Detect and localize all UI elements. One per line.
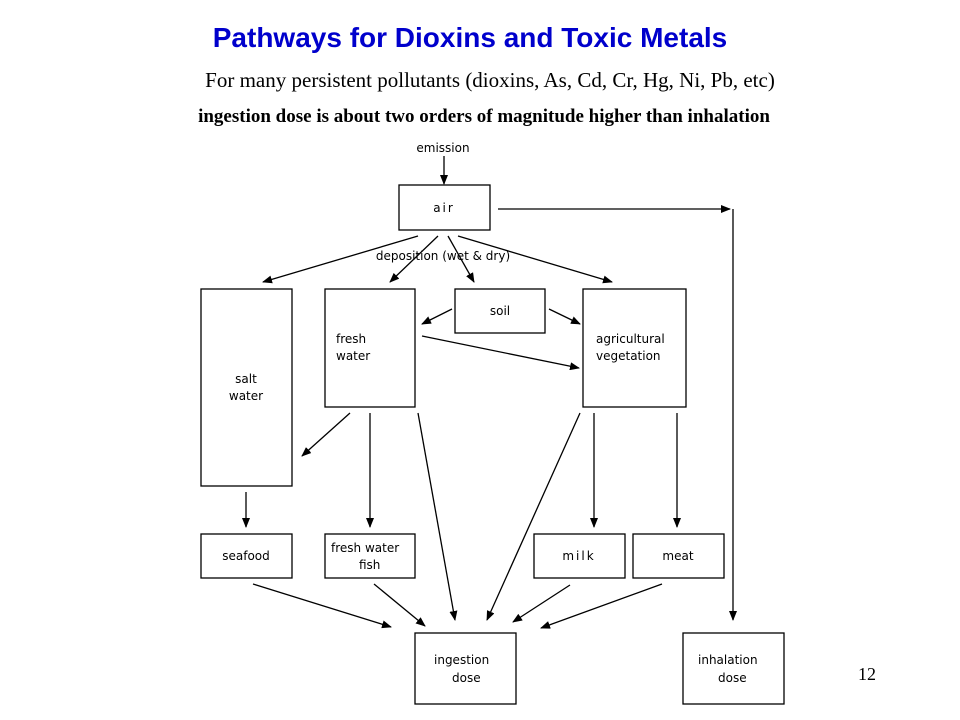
- seafood-label: seafood: [222, 549, 270, 563]
- arrow-fish-ingestion: [373, 583, 426, 627]
- air-box: [398, 184, 491, 231]
- subtitle-emphasis: ingestion dose is about two orders of ma…: [198, 106, 770, 127]
- fish-label-line1: fresh water: [331, 541, 399, 555]
- arrow-freshwater-saltwater: [301, 412, 351, 457]
- inhalation-dose-label-line2: dose: [718, 671, 747, 685]
- deposition-chip: [364, 246, 522, 264]
- fresh-water-label-line2: water: [336, 349, 370, 363]
- milk-label: milk: [562, 549, 595, 563]
- ingestion-dose-label-line2: dose: [452, 671, 481, 685]
- arrow-meat-ingestion: [540, 583, 663, 629]
- soil-label: soil: [490, 304, 510, 318]
- arrow-vegetation-ingestion: [486, 412, 581, 621]
- slide-title: Pathways for Dioxins and Toxic Metals: [212, 22, 728, 53]
- fish-label-line2: fish: [359, 558, 380, 572]
- fresh-water-label-line1: fresh: [336, 332, 366, 346]
- soil-box: [454, 288, 546, 334]
- arrow-soil-vegetation: [548, 308, 581, 325]
- air-label: air: [433, 201, 455, 215]
- salt-water-label-line2: water: [229, 389, 263, 403]
- arrow-air-soil: [447, 235, 475, 283]
- meat-box: [632, 533, 725, 579]
- vegetation-label-line1: agricultural: [596, 332, 665, 346]
- ingestion-dose-box: [414, 632, 517, 705]
- meat-label: meat: [662, 549, 693, 563]
- arrow-seafood-ingestion: [252, 583, 392, 629]
- deposition-label: deposition (wet & dry): [376, 249, 510, 263]
- inhalation-dose-label-line1: inhalation: [698, 653, 758, 667]
- inhalation-dose-box: [682, 632, 785, 705]
- seafood-box: [200, 533, 293, 579]
- subtitle: For many persistent pollutants (dioxins,…: [205, 68, 775, 92]
- arrow-freshwater-ingestion: [417, 412, 458, 621]
- arrow-air-freshwater: [389, 235, 439, 283]
- fresh-water-box: [324, 288, 416, 408]
- emission-chip: [410, 139, 476, 156]
- arrow-freshwater-vegetation: [421, 335, 580, 371]
- ingestion-dose-label-line1: ingestion: [434, 653, 489, 667]
- agricultural-vegetation-box: [582, 288, 687, 408]
- arrow-soil-freshwater: [421, 308, 453, 325]
- arrow-milk-ingestion: [512, 584, 571, 623]
- fresh-water-fish-box: [324, 533, 416, 579]
- arrow-air-saltwater: [262, 235, 419, 284]
- salt-water-label-line1: salt: [235, 372, 257, 386]
- salt-water-box: [200, 288, 293, 487]
- emission-label: emission: [416, 141, 469, 155]
- milk-box: [533, 533, 626, 579]
- arrow-air-vegetation: [457, 235, 613, 284]
- vegetation-label-line2: vegetation: [596, 349, 661, 363]
- page-number: 12: [858, 664, 876, 684]
